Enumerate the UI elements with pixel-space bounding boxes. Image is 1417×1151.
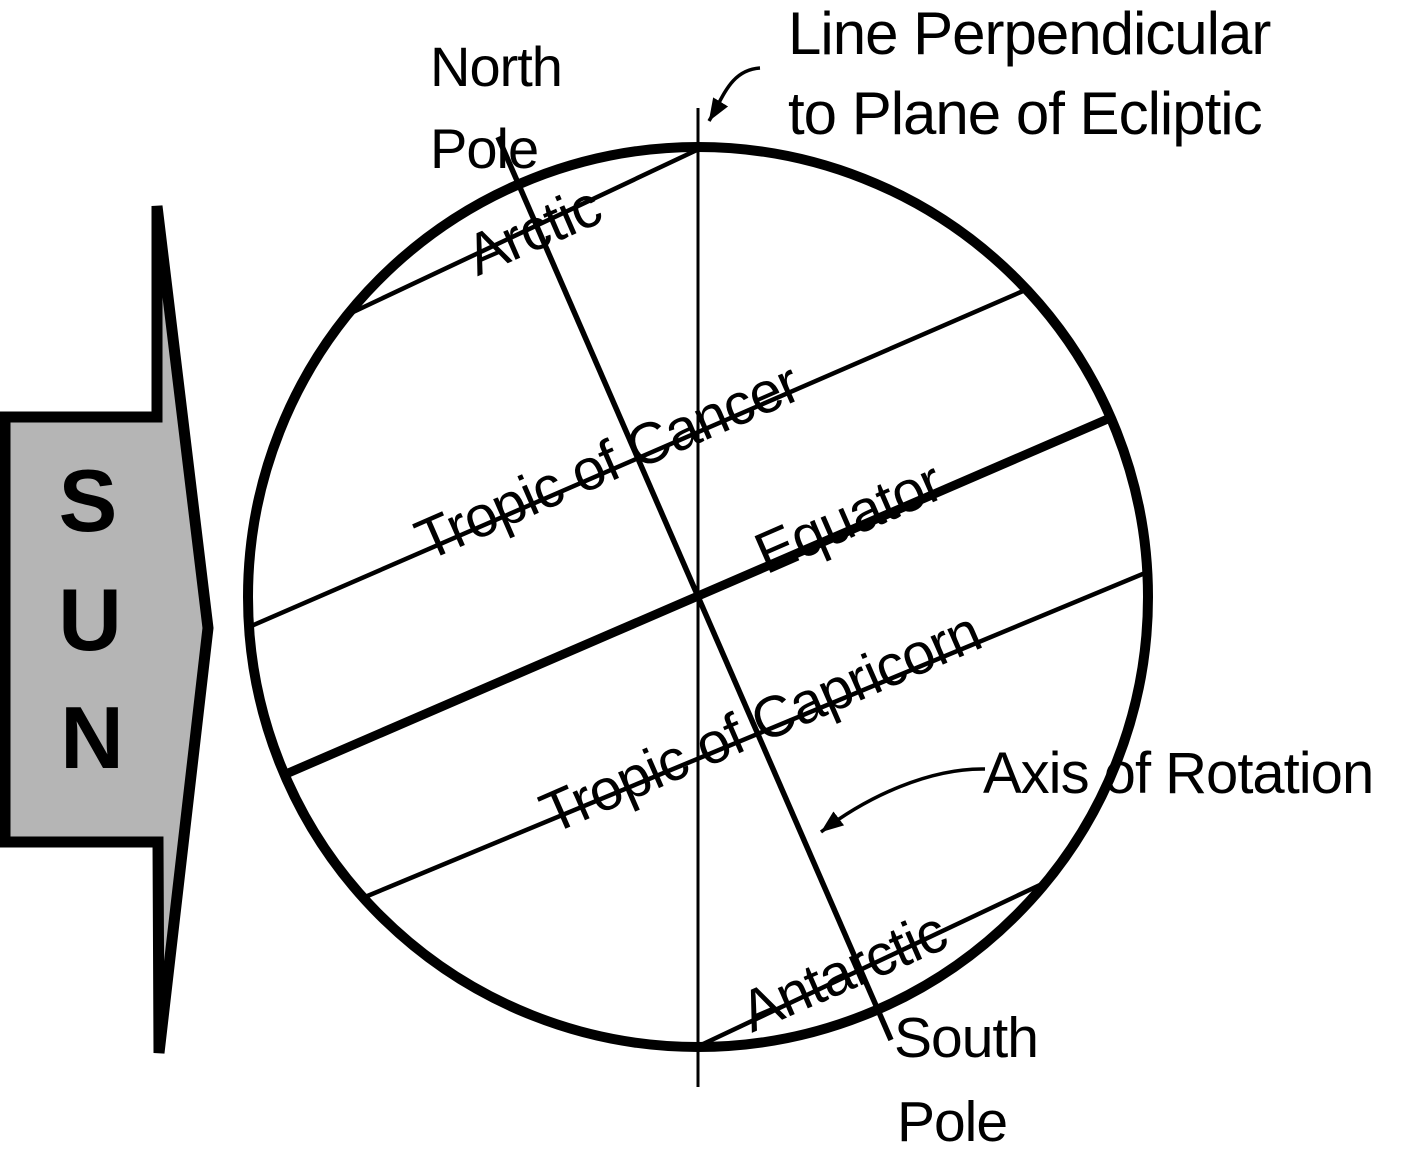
- north-pole-label-line2: Pole: [430, 117, 538, 180]
- sun-letter-s: S: [59, 451, 118, 550]
- sun-letter-n: N: [60, 688, 124, 787]
- south-pole-label-line1: South: [894, 1006, 1038, 1070]
- perpendicular-leader-arrow: [707, 66, 761, 122]
- arctic-circle-line: [348, 146, 700, 317]
- south-pole-label-line2: Pole: [897, 1090, 1007, 1151]
- perpendicular-label-line1: Line Perpendicular: [788, 0, 1270, 67]
- axis-leader-arrow: [819, 767, 986, 834]
- sun-letter-u: U: [58, 570, 122, 669]
- equator-line: [284, 413, 1112, 779]
- antarctic-circle-line: [700, 881, 1043, 1048]
- axis-line: [495, 135, 894, 1042]
- sun-arrow: [0, 205, 214, 1054]
- north-pole-label-line1: North: [430, 35, 562, 98]
- axis-of-rotation-label: Axis of Rotation: [983, 741, 1373, 806]
- perpendicular-label-line2: to Plane of Ecliptic: [788, 80, 1262, 147]
- tropic-of-cancer-line: [248, 285, 1031, 630]
- tropic-of-capricorn-line: [364, 570, 1146, 900]
